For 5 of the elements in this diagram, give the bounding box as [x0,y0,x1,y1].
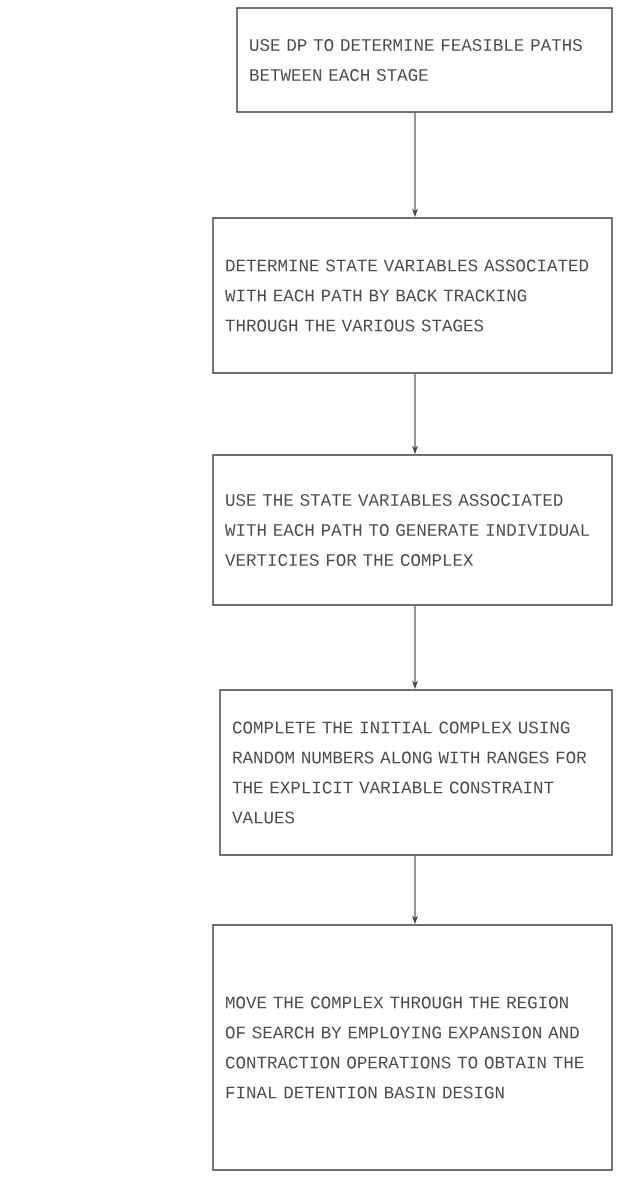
process-box: MOVE THE COMPLEX THROUGH THE REGION OF SEARCH BY EMPLOYING EXPANSION AND CONTRACTION OPERATIONS TO OBTAIN THE FINAL DETENTION BASIN DESIGN [212,924,613,1171]
process-box: USE DP TO DETERMINE FEASIBLE PATHS BETWEEN EACH STAGE [236,7,613,113]
process-box: USE THE STATE VARIABLES ASSOCIATED WITH EACH PATH TO GENERATE INDIVIDUAL VERTICIES FOR THE COMPLEX [212,454,613,606]
process-box: COMPLETE THE INITIAL COMPLEX USING RANDOM NUMBERS ALONG WITH RANGES FOR THE EXPLICIT VARIABLE CONSTRAINT VALUES [219,689,613,856]
process-box: DETERMINE STATE VARIABLES ASSOCIATED WITH EACH PATH BY BACK TRACKING THROUGH THE VARIOUS STAGES [212,217,613,374]
